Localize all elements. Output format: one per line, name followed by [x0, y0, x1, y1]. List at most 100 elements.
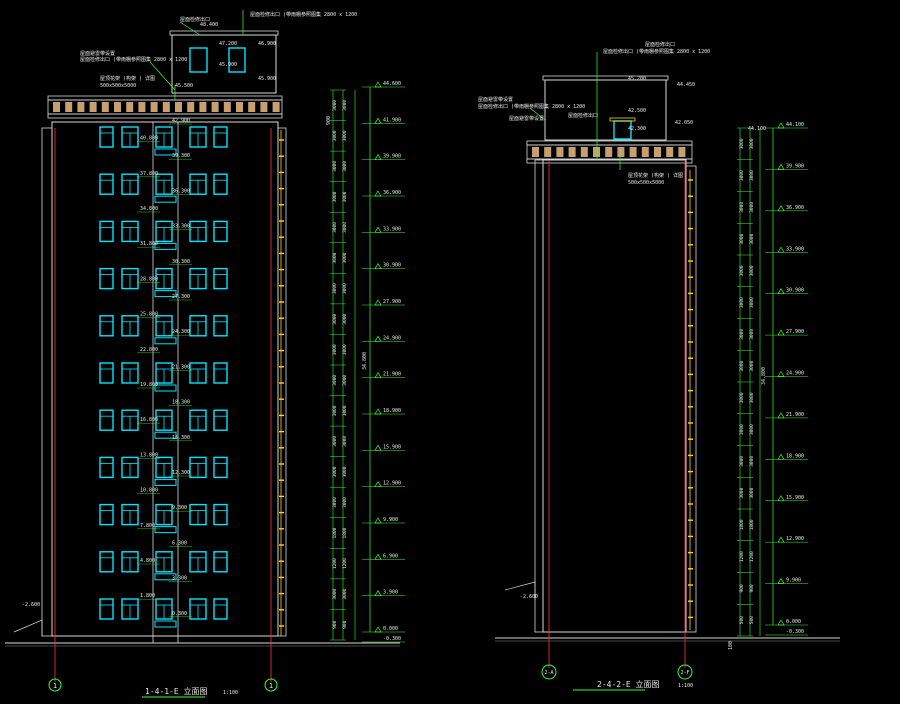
cornice-block — [248, 102, 256, 112]
dim-sublabel: 3000 — [749, 297, 755, 308]
level-label: 12.900 — [786, 536, 804, 542]
window-level-label: 0.300 — [172, 611, 187, 617]
dim-label: 3000 — [332, 436, 338, 447]
cornice-block — [162, 102, 170, 112]
right-total-height: 34.800 — [761, 367, 767, 385]
level-label: 15.900 — [383, 444, 401, 450]
window-level-label: 3.300 — [172, 576, 187, 582]
level-triangle — [374, 153, 382, 161]
window — [213, 220, 228, 243]
level-triangle — [777, 619, 785, 626]
level-triangle — [374, 480, 382, 488]
cornice-block — [260, 102, 268, 112]
dim-sublabel: 3000 — [749, 329, 755, 340]
window — [213, 456, 228, 479]
dim-sublabel: 500 — [749, 616, 755, 624]
cornice-block — [593, 147, 600, 157]
right-building-outline — [542, 159, 687, 633]
left-callout-roof-a: 47.200 — [219, 41, 237, 47]
right-callout-left-a: 屋面避雷带设置 — [478, 96, 513, 103]
left-callout-leader-a — [179, 21, 201, 36]
window-level-label: 10.800 — [140, 488, 158, 494]
dim-sublabel: 3000 — [749, 424, 755, 435]
level-label: 33.900 — [383, 226, 401, 232]
left-drawing-title: 1-4-1-E 立面图 — [145, 686, 208, 696]
left-roof-penthouse-cap — [169, 30, 279, 36]
right-roof-penthouse-cap — [542, 75, 669, 81]
cornice-block — [544, 147, 552, 157]
dim-label: 900 — [739, 584, 745, 592]
cornice-block — [53, 102, 60, 112]
stair-vent — [154, 526, 177, 534]
dim-label: 3000 — [332, 405, 338, 416]
dim-label: 3000 — [739, 297, 745, 308]
dim-label: 3000 — [332, 252, 338, 263]
cornice-block — [126, 102, 134, 112]
level-triangle — [374, 517, 382, 524]
left-callout-left-a: 屋面避雷带设置 — [80, 50, 115, 57]
level-label: 3.900 — [383, 590, 398, 596]
right-drawing-title: 2-4-2-E 立面图 — [597, 679, 660, 689]
window — [213, 267, 228, 290]
left-total-height: 34.800 — [362, 352, 368, 370]
left-small-note: 900 — [326, 116, 332, 125]
level-label: 36.900 — [383, 190, 401, 196]
window-level-label: 30.300 — [172, 259, 190, 265]
window-level-label: 22.800 — [140, 347, 158, 353]
cornice-block — [138, 102, 146, 112]
left-entry-level: -2.600 — [22, 602, 40, 608]
window-level-label: 12.300 — [172, 470, 190, 476]
window — [213, 503, 228, 526]
dim-sublabel: 3000 — [749, 233, 755, 244]
left-side-outline — [277, 127, 287, 637]
dim-label: 3000 — [332, 466, 338, 477]
dim-label: 3000 — [332, 161, 338, 172]
right-callout-top-d: 44.450 — [677, 82, 695, 88]
window-level-label: 18.300 — [172, 400, 190, 406]
dim-sublabel: 3000 — [342, 436, 348, 447]
window-level-label: 9.300 — [172, 505, 187, 511]
left-cornice-bottom — [47, 113, 283, 119]
level-triangle — [374, 371, 382, 379]
window — [99, 456, 114, 479]
dim-label: 3000 — [332, 344, 338, 355]
window-level-label: 34.800 — [140, 206, 158, 212]
window — [99, 362, 114, 384]
level-triangle — [374, 117, 382, 124]
right-balcony-strip — [688, 170, 693, 630]
stair-vent — [154, 573, 177, 581]
level-label: 12.900 — [383, 481, 401, 487]
dim-sublabel: 3000 — [342, 344, 348, 355]
level-triangle — [777, 287, 785, 295]
window-level-label: 6.300 — [172, 540, 187, 546]
right-axis-bubble-2 — [677, 664, 693, 680]
dim-label: 3000 — [332, 130, 338, 141]
dim-sublabel: 3000 — [342, 161, 348, 172]
window-level-label: 15.300 — [172, 435, 190, 441]
dim-label: 500 — [739, 616, 745, 624]
left-stair-core — [152, 121, 179, 644]
level-label: 39.900 — [786, 163, 804, 169]
level-triangle — [374, 408, 382, 415]
right-axis-label-1: 2-A — [544, 670, 553, 676]
cornice-block — [641, 147, 649, 157]
right-callout-right-a: 44.100 — [748, 126, 766, 132]
window-level-label: 13.800 — [140, 452, 158, 458]
level-triangle — [777, 329, 785, 336]
level-triangle — [374, 626, 382, 633]
left-callout-parapet-b: 500x500x5000 — [100, 83, 136, 89]
level-label: 18.900 — [383, 408, 401, 414]
level-label: 9.900 — [383, 517, 398, 523]
right-drawing-scale: 1:100 — [678, 683, 693, 689]
cornice-block — [175, 102, 182, 112]
level-triangle — [374, 299, 382, 306]
left-roof-window-1 — [189, 47, 208, 73]
dim-sublabel: 3000 — [342, 375, 348, 386]
window-level-label: 39.300 — [172, 153, 190, 159]
level-label: 41.900 — [383, 117, 401, 123]
right-entry-level: -2.600 — [520, 594, 538, 600]
window — [99, 220, 114, 243]
left-balcony-strip — [279, 130, 284, 636]
dim-sublabel: 3000 — [342, 283, 348, 294]
dim-label: 3000 — [332, 222, 338, 233]
